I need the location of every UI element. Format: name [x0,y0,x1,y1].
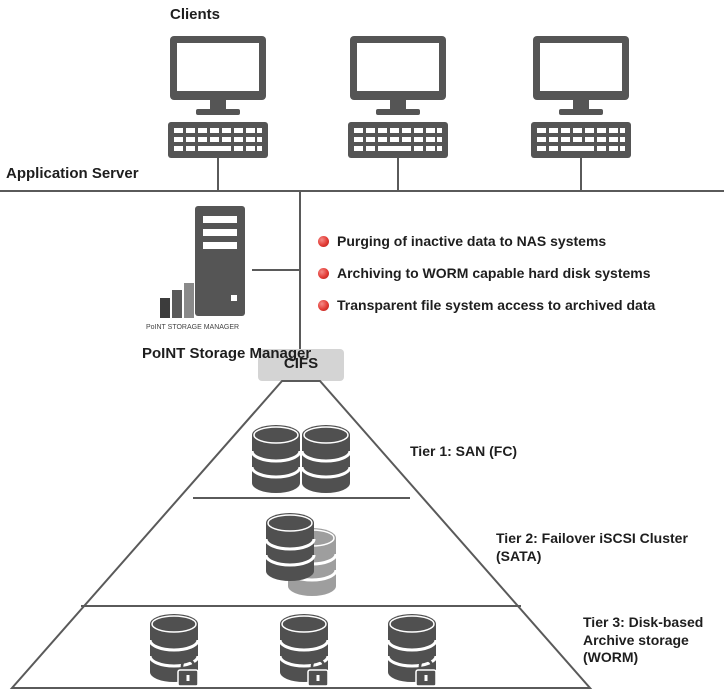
client-computer-icon [348,36,448,158]
bullet-dot-icon [318,299,329,311]
tier1-disk-icon [300,423,352,495]
tier2-label-line: (SATA) [496,547,542,564]
bullet-item: Archiving to WORM capable hard disk syst… [318,265,651,281]
tier1-disk-icon [250,423,302,495]
cifs-box [258,349,344,381]
bullet-text: Archiving to WORM capable hard disk syst… [337,265,651,281]
tier3-label-line: (WORM) [583,649,639,665]
tier3-worm-disk-icon [386,612,438,688]
cifs-label: CIFS [283,355,319,372]
bullet-dot-icon [318,235,329,247]
tier3-label-line: Tier 3: Disk-based [583,614,704,630]
tier3-label: Tier 3: Disk-based Archive storage (WORM… [583,614,703,667]
network-lines [0,158,724,350]
client-computer-icon [168,36,268,158]
bullet-item: Transparent file system access to archiv… [318,297,655,313]
tier3-worm-disk-icon [148,612,200,688]
clients-label: Clients [170,6,221,23]
point-logo-text: PoINT STORAGE MANAGER [146,324,240,331]
bullet-item: Purging of inactive data to NAS systems [318,233,606,249]
point-logo-icon [160,283,194,318]
tier2-label: Tier 2: Failover iSCSI Cluster (SATA) [496,530,688,565]
tier1-label: Tier 1: SAN (FC) [410,443,518,459]
application-server-label: Application Server [6,165,139,182]
bullet-dot-icon [318,267,329,279]
client-computer-icon [531,36,631,158]
storage-manager-label: PoINT Storage Manager [142,345,312,362]
tier3-worm-disk-icon [278,612,330,688]
bullet-text: Purging of inactive data to NAS systems [337,233,607,249]
storage-pyramid [9,380,593,689]
tier2-label-line: Tier 2: Failover iSCSI Cluster [496,530,688,546]
bullet-text: Transparent file system access to archiv… [337,297,656,313]
tier2-disk-cluster-icon [264,511,338,598]
tier3-label-line: Archive storage [583,631,689,648]
server-icon [195,206,245,316]
